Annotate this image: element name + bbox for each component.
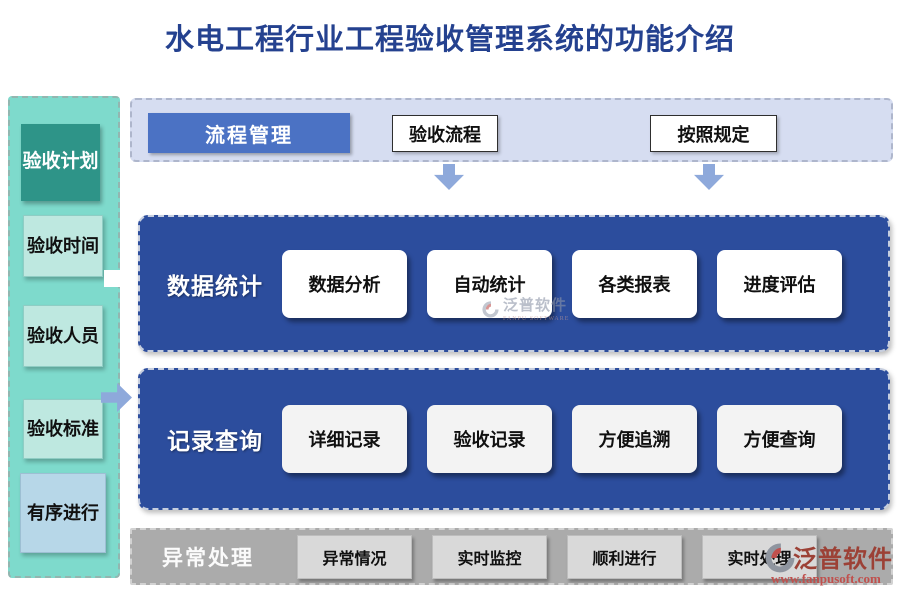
sidebar-item-acceptance-staff: 验收人员 (23, 305, 103, 367)
exception-handling-boxes: 异常情况 实时监控 顺利进行 实时处理 (297, 534, 817, 579)
feature-box-progress-evaluation: 进度评估 (717, 249, 842, 318)
sidebar-item-orderly-progress: 有序进行 (20, 473, 106, 553)
watermark: 泛普软件 FANPU SOFTWARE (481, 299, 569, 322)
sidebar-acceptance-flow: 验收计划 验收时间 验收人员 验收标准 有序进行 (8, 96, 120, 578)
exception-handling-label: 异常处理 (162, 545, 254, 570)
sidebar-item-acceptance-plan: 验收计划 (21, 124, 100, 201)
data-statistics-panel: 数据统计 数据分析 自动统计 各类报表 进度评估 (138, 215, 890, 352)
sidebar-connector (104, 270, 134, 287)
vendor-logo-url: www.fanpusoft.com (771, 571, 881, 586)
fanpu-swirl-icon (482, 301, 499, 318)
data-statistics-boxes: 数据分析 自动统计 各类报表 进度评估 (282, 249, 842, 318)
flow-step-per-regulation: 按照规定 (650, 115, 777, 152)
process-management-panel: 流程管理 验收流程 按照规定 (130, 98, 893, 162)
watermark-text: 泛普软件 (503, 298, 568, 314)
feature-box-easy-query: 方便查询 (717, 405, 842, 473)
feature-box-acceptance-records: 验收记录 (427, 405, 552, 473)
flow-step-acceptance-process: 验收流程 (392, 115, 498, 152)
feature-box-realtime-monitoring: 实时监控 (432, 534, 547, 579)
record-query-boxes: 详细记录 验收记录 方便追溯 方便查询 (282, 405, 842, 473)
vendor-logo-text: 泛普软件 (793, 547, 893, 573)
sidebar-item-acceptance-time: 验收时间 (23, 215, 103, 277)
page-title: 水电工程行业工程验收管理系统的功能介绍 (164, 24, 735, 56)
feature-box-reports: 各类报表 (572, 249, 697, 318)
down-arrow-icon (694, 164, 724, 190)
fanpu-swirl-icon (765, 543, 795, 573)
feature-box-exception-situation: 异常情况 (297, 534, 412, 579)
feature-box-easy-trace: 方便追溯 (572, 405, 697, 473)
sidebar-item-acceptance-standard: 验收标准 (23, 399, 103, 459)
feature-box-detailed-records: 详细记录 (282, 405, 407, 473)
watermark-subtext: FANPU SOFTWARE (503, 316, 570, 322)
process-management-label: 流程管理 (148, 113, 350, 153)
data-statistics-label: 数据统计 (167, 273, 263, 299)
down-arrow-icon (434, 164, 464, 190)
record-query-panel: 记录查询 详细记录 验收记录 方便追溯 方便查询 (138, 368, 890, 510)
feature-box-smooth-progress: 顺利进行 (567, 534, 682, 579)
feature-box-data-analysis: 数据分析 (282, 249, 407, 318)
record-query-label: 记录查询 (167, 429, 263, 454)
